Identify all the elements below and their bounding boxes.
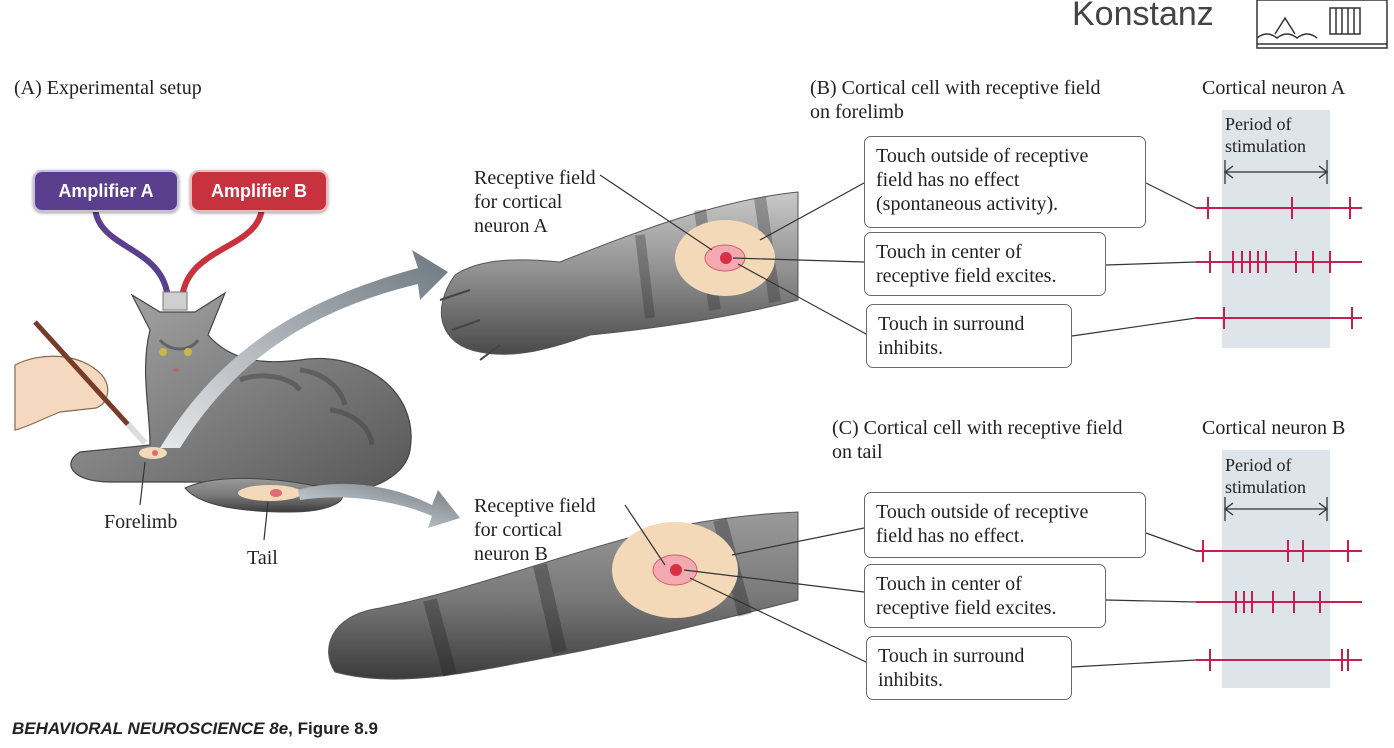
spike-train-b-center bbox=[1196, 591, 1362, 613]
panel-c-title: (C) Cortical cell with receptive field o… bbox=[832, 417, 1123, 463]
wire-b bbox=[179, 204, 265, 301]
wire-a bbox=[92, 204, 171, 301]
spike-train-a-center bbox=[1196, 251, 1362, 273]
rf-label-b: Receptive field for cortical neuron B bbox=[474, 495, 596, 565]
forelimb-label: Forelimb bbox=[104, 511, 178, 533]
amplifier-b-label: Amplifier B bbox=[190, 170, 328, 212]
stimulation-period-b bbox=[1222, 450, 1330, 688]
cat-illustration bbox=[14, 291, 412, 513]
logo-text: Konstanz bbox=[1072, 0, 1214, 33]
spike-train-b-outside bbox=[1196, 540, 1362, 562]
figure-caption: BEHAVIORAL NEUROSCIENCE 8e, Figure 8.9 bbox=[12, 718, 378, 740]
annotation-box-b3: Touch in surround inhibits. bbox=[866, 636, 1072, 700]
annotation-box-a2: Touch in center of receptive field excit… bbox=[864, 232, 1106, 296]
annotation-box-a3: Touch in surround inhibits. bbox=[866, 304, 1072, 368]
arrow-to-forelimb bbox=[160, 250, 448, 448]
neuron-b-title: Cortical neuron B bbox=[1202, 417, 1346, 439]
annotation-box-a1: Touch outside of receptive field has no … bbox=[864, 136, 1146, 228]
spike-train-a-outside bbox=[1196, 197, 1362, 219]
caption-figure: , Figure 8.9 bbox=[288, 719, 378, 738]
period-label-a: Period of stimulation bbox=[1225, 114, 1306, 156]
amplifier-a-label: Amplifier A bbox=[33, 170, 179, 212]
tail-label: Tail bbox=[247, 547, 278, 569]
electrode-connector bbox=[162, 291, 188, 311]
arrow-to-tail bbox=[298, 483, 460, 528]
spike-train-b-surround bbox=[1196, 649, 1362, 671]
period-label-b: Period of stimulation bbox=[1225, 455, 1306, 497]
university-logo bbox=[1256, 0, 1388, 49]
spike-trains bbox=[1196, 197, 1362, 671]
spike-train-a-surround bbox=[1196, 307, 1362, 329]
stimulation-period-a bbox=[1222, 110, 1330, 348]
panel-b-title: (B) Cortical cell with receptive field o… bbox=[810, 77, 1101, 123]
caption-book: BEHAVIORAL NEUROSCIENCE 8e bbox=[12, 719, 289, 738]
annotation-box-b1: Touch outside of receptive field has no … bbox=[864, 492, 1146, 558]
annotation-box-b2: Touch in center of receptive field excit… bbox=[864, 564, 1106, 628]
panel-a-title: (A) Experimental setup bbox=[14, 77, 202, 99]
rf-label-a: Receptive field for cortical neuron A bbox=[474, 167, 596, 237]
neuron-a-title: Cortical neuron A bbox=[1202, 77, 1346, 99]
